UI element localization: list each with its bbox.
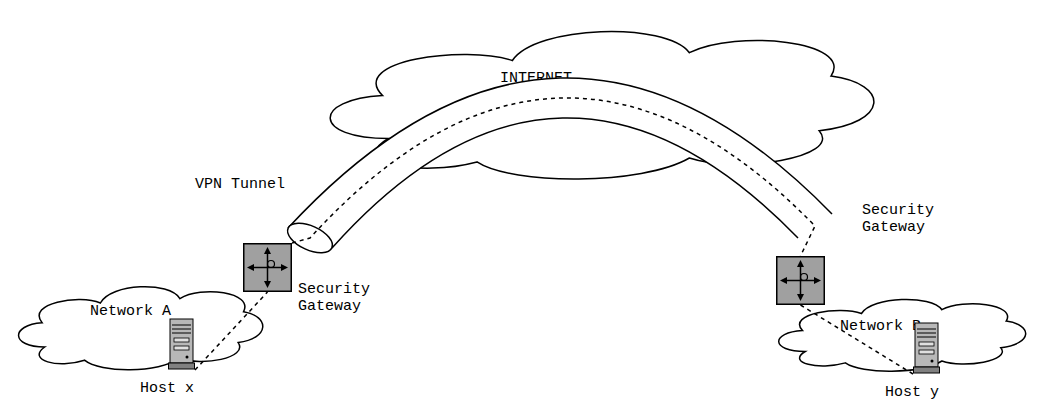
network-cloud: INTERNET: [300, 2, 890, 197]
node-label: Network A: [90, 303, 171, 320]
node-label: Security Gateway: [862, 202, 947, 236]
host-server: Host x: [168, 318, 195, 370]
node-label: Host y: [885, 384, 939, 401]
host-server: Host y: [913, 322, 940, 374]
gateway-router-symbol: [776, 256, 825, 305]
node-label: Security Gateway: [298, 281, 383, 315]
tunnel-label: VPN Tunnel: [195, 176, 285, 193]
security-gateway: Security Gateway: [243, 243, 292, 292]
server-icon: [168, 318, 195, 370]
network-cloud: Network AHost x: [5, 270, 270, 380]
vpn-path: [195, 292, 268, 370]
vpn-path: [292, 98, 815, 256]
dashed-line: [292, 98, 815, 256]
node-label: Network B: [840, 318, 921, 335]
gateway-router-symbol: [243, 243, 292, 292]
dashed-line: [801, 305, 914, 374]
dashed-line: [195, 292, 268, 370]
node-label: INTERNET: [500, 70, 572, 87]
vpn-path: [801, 305, 914, 374]
server-icon: [913, 322, 940, 374]
cloud-outline: [5, 270, 270, 380]
cloud-outline: [300, 2, 890, 197]
node-label: Host x: [140, 380, 194, 397]
security-gateway: Security Gateway: [776, 256, 825, 305]
